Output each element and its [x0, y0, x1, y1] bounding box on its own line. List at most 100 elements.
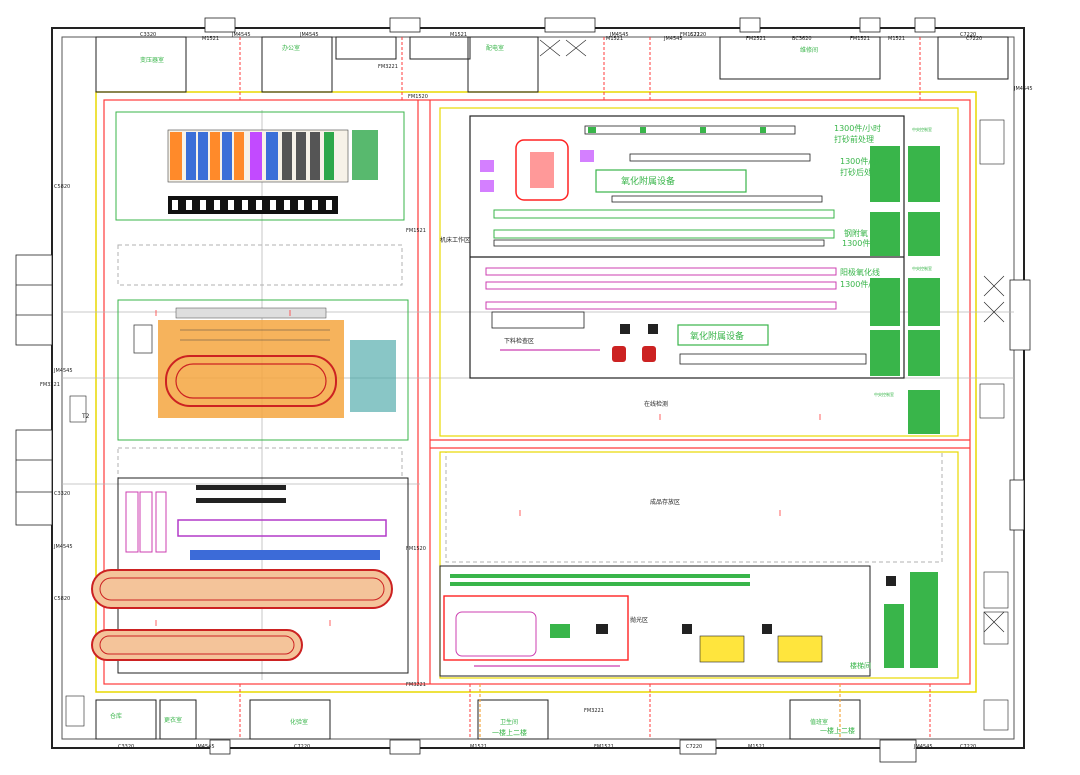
green-conveyor-chain — [450, 574, 750, 638]
mid-rack-left — [133, 324, 153, 354]
conveyor-bottom-2-inner — [99, 635, 295, 655]
line-notes: 1300件/小时 打砂前处理 1300件/小 打砂后处 钢附氧 1300件/ 阳… — [834, 123, 881, 289]
svg-text:FM1521: FM1521 — [594, 744, 614, 750]
mid-conveyor-inner2 — [175, 363, 327, 399]
svg-text:钢附氧: 钢附氧 — [844, 228, 868, 238]
svg-text:C5820: C5820 — [54, 184, 70, 190]
misc-annotations: T2 下料检查区 在线检测 成品存放区 机床工作区 抛光区 — [81, 236, 680, 624]
floor-transit-labels: 一楼上二楼 一楼上二楼 楼梯间 — [492, 661, 871, 737]
mid-blue-racks — [350, 340, 396, 412]
conveyor-bottom-2 — [91, 629, 303, 661]
edge-door-dividers — [16, 284, 52, 493]
column-markers — [155, 310, 821, 626]
svg-text:更衣室: 更衣室 — [164, 716, 182, 724]
svg-text:C7220: C7220 — [966, 36, 982, 42]
svg-text:办公室: 办公室 — [282, 44, 300, 52]
right-bottom-frame — [439, 565, 871, 677]
svg-text:M1521: M1521 — [470, 744, 487, 750]
right-bottom-yellow — [439, 451, 959, 679]
svg-text:FM3221: FM3221 — [584, 708, 604, 714]
top-rooms — [95, 36, 1009, 740]
svg-text:M1521: M1521 — [888, 36, 905, 42]
svg-text:FM3221: FM3221 — [378, 64, 398, 70]
long-conveyors-upper — [493, 125, 835, 247]
svg-text:下料检查区: 下料检查区 — [504, 337, 534, 345]
purple-station — [177, 519, 387, 537]
svg-text:M1521: M1521 — [606, 36, 623, 42]
left-top-zone — [115, 111, 405, 221]
svg-text:FM1520: FM1520 — [406, 546, 426, 552]
red-pumps — [612, 346, 656, 362]
svg-text:机床工作区: 机床工作区 — [440, 236, 470, 244]
conveyor-bottom-1-inner — [99, 577, 385, 601]
right-bottom-green-racks — [884, 572, 938, 668]
blue-station — [190, 550, 380, 560]
svg-text:T2: T2 — [81, 413, 90, 420]
svg-text:仓库: 仓库 — [110, 712, 122, 720]
svg-text:BC3620: BC3620 — [792, 36, 812, 42]
mid-conveyor-frame — [158, 320, 344, 418]
lower-bottom-conveyor — [679, 353, 867, 365]
long-conveyors-lower — [485, 267, 837, 310]
purple-tanks — [480, 150, 594, 192]
svg-text:值班室: 值班室 — [810, 718, 828, 726]
oxidation-label-lower: 氧化附属设备 — [690, 330, 744, 342]
conveyor-ticks — [180, 329, 330, 341]
oxidation-label-upper: 氧化附属设备 — [621, 175, 675, 187]
dark-devices — [596, 576, 896, 634]
svg-text:C3320: C3320 — [140, 32, 156, 38]
svg-text:FM1521: FM1521 — [850, 36, 870, 42]
svg-text:抛光区: 抛光区 — [630, 616, 648, 624]
machine-columns — [170, 130, 378, 180]
svg-text:卫生间: 卫生间 — [500, 718, 518, 726]
svg-text:C3320: C3320 — [118, 744, 134, 750]
svg-text:M1521: M1521 — [748, 744, 765, 750]
svg-text:JM4545: JM4545 — [609, 32, 629, 38]
svg-text:JM4545: JM4545 — [299, 32, 319, 38]
svg-text:C7220: C7220 — [960, 32, 976, 38]
svg-text:1300件/: 1300件/ — [842, 238, 873, 248]
svg-text:打砂前处理: 打砂前处理 — [834, 134, 874, 144]
door-codes: C3320 JM4545 M1521 JM4545 C7220 M1521 JM… — [40, 32, 1033, 750]
svg-text:JM4545: JM4545 — [53, 368, 73, 374]
svg-text:M1521: M1521 — [450, 32, 467, 38]
svg-text:1300件/小: 1300件/小 — [840, 156, 879, 166]
stairs — [65, 119, 1009, 731]
lower-grey-machine — [491, 311, 585, 329]
svg-text:一楼上二楼: 一楼上二楼 — [820, 726, 855, 735]
red-tank-group — [515, 139, 569, 201]
svg-text:JM4545: JM4545 — [53, 544, 73, 550]
conveyor-bottom-1 — [91, 569, 393, 609]
svg-text:中央控制室: 中央控制室 — [912, 265, 932, 271]
svg-text:C5820: C5820 — [54, 596, 70, 602]
svg-text:变压器室: 变压器室 — [140, 56, 164, 64]
svg-text:JM4545: JM4545 — [195, 744, 215, 750]
svg-text:JM4545: JM4545 — [1013, 86, 1033, 92]
svg-text:FM1521: FM1521 — [406, 228, 426, 234]
svg-text:C7220: C7220 — [690, 32, 706, 38]
svg-text:在线检测: 在线检测 — [644, 400, 668, 408]
pink-inner-loop — [455, 611, 537, 657]
upper-conveyor-nodes — [588, 127, 766, 133]
svg-text:C7220: C7220 — [294, 744, 310, 750]
black-machine-slots — [172, 200, 332, 210]
room-labels: 变压器室 办公室 配电室 维修间 仓库 更衣室 化验室 卫生间 值班室 — [110, 44, 828, 726]
outer-wall — [51, 27, 1025, 749]
black-machines-row — [168, 196, 338, 214]
edge-doors — [15, 17, 1031, 763]
yellow-presses — [699, 635, 823, 663]
stair-x-marks — [539, 39, 1005, 633]
svg-text:1300件/: 1300件/ — [840, 279, 871, 289]
svg-text:FM2521: FM2521 — [746, 36, 766, 42]
red-lane-outer — [103, 99, 971, 685]
green-racks — [870, 146, 940, 434]
oxidation-box-lower — [677, 324, 769, 346]
svg-text:成品存放区: 成品存放区 — [650, 498, 680, 506]
svg-text:中央控制室: 中央控制室 — [912, 126, 932, 132]
yellow-right-zone — [439, 107, 959, 437]
red-enclosure — [443, 595, 629, 661]
svg-text:C7220: C7220 — [960, 744, 976, 750]
mid-top-machine — [175, 307, 327, 319]
svg-text:1300件/小时: 1300件/小时 — [834, 123, 881, 133]
